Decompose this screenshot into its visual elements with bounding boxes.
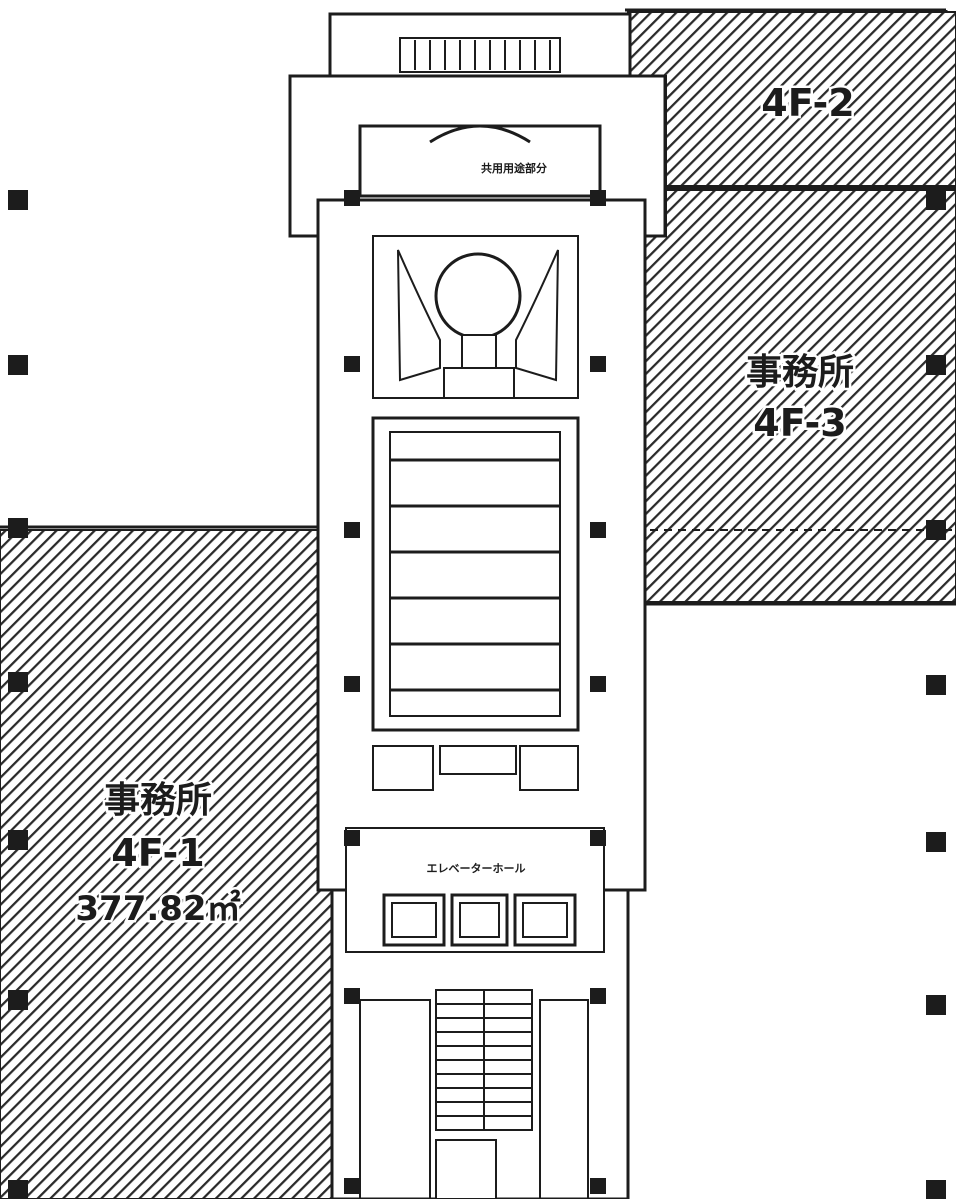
tenant-areas	[0, 11, 956, 1199]
elevator-icon	[382, 893, 577, 947]
upper-room-arc	[429, 124, 531, 144]
stair-passage	[435, 1139, 497, 1199]
upper-room-label: 共用用途部分	[481, 161, 547, 175]
column-icon	[8, 190, 946, 1199]
stair-landing-right	[539, 999, 589, 1199]
rotunda-wing-right	[515, 249, 559, 382]
stair-landing-left	[359, 999, 431, 1199]
rotunda-stem	[461, 334, 497, 370]
top-grille	[399, 37, 561, 73]
unit-4f3-name: 事務所	[746, 352, 854, 393]
top-grille-bars	[414, 40, 551, 70]
service-left	[372, 745, 434, 791]
service-mid	[439, 745, 517, 775]
service-right	[519, 745, 579, 791]
rotunda	[434, 252, 522, 340]
unit-4f3-code: 4F-3	[753, 401, 846, 445]
rotunda-base	[443, 367, 515, 399]
unit-4f1-area-label: 377.82㎡	[75, 889, 240, 929]
rotunda-wing-left	[397, 249, 441, 382]
upper-room-box	[358, 124, 602, 198]
building-outline	[0, 8, 956, 606]
building-core	[288, 12, 667, 1199]
unit-4f3-area[interactable]	[644, 189, 956, 603]
elevator-hall-label: エレベーターホール	[427, 862, 526, 875]
unit-4f2-code: 4F-2	[761, 81, 854, 125]
unit-4f1-code: 4F-1	[111, 831, 204, 875]
unit-4f1-name: 事務所	[104, 780, 212, 821]
stack-room-inner	[389, 431, 561, 717]
stack-shelves	[390, 458, 560, 692]
stair-icon	[435, 989, 533, 1131]
